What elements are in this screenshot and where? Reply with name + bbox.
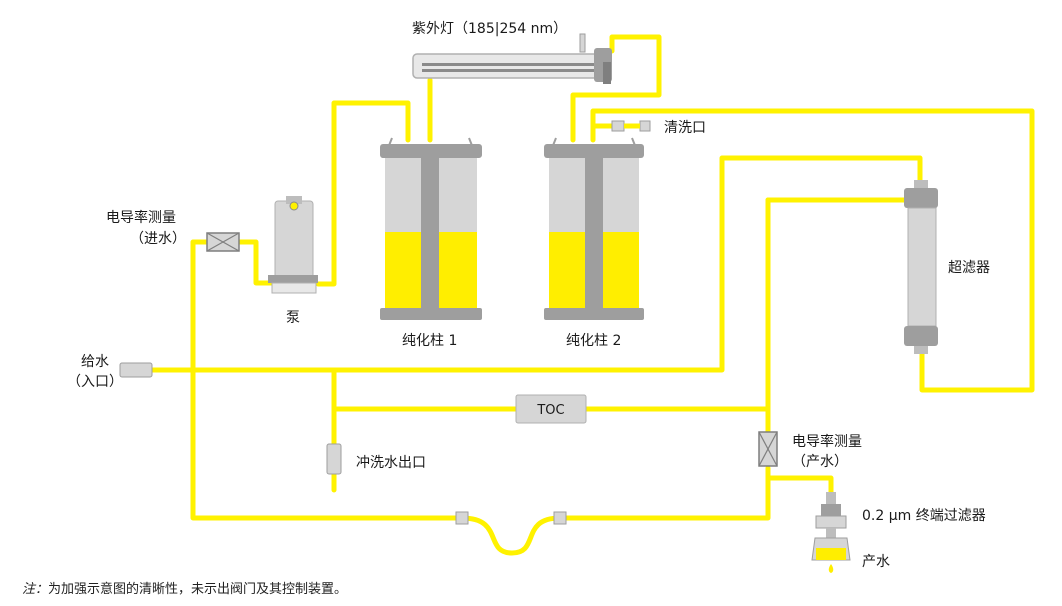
product-water-outlet: 产水 — [811, 537, 890, 573]
pipe-conductivity-in-loop — [190, 239, 217, 373]
purification-column-2: 纯化柱 2 — [544, 137, 644, 349]
recirc-connectors — [455, 511, 567, 525]
final-filter-label: 0.2 µm 终端过滤器 — [862, 508, 986, 524]
toc-analyzer: TOC — [515, 394, 587, 424]
ultrafilter-label: 超滤器 — [948, 260, 990, 276]
rinse-outlet-label: 冲洗水出口 — [356, 455, 426, 471]
feed-inlet: 给水 （入口） — [67, 354, 153, 390]
pipe-uv-to-column2 — [570, 34, 662, 143]
final-filter: 0.2 µm 终端过滤器 — [815, 492, 986, 538]
pipe-network — [149, 34, 1035, 556]
conductivity-in-label-1: 电导率测量 — [106, 209, 176, 226]
conductivity-out-label-1: 电导率测量 — [792, 433, 862, 450]
purification-column-1: 纯化柱 1 — [380, 137, 482, 349]
pipe-product-lower — [557, 465, 771, 521]
conductivity-sensor-out: 电导率测量 （产水） — [758, 431, 862, 470]
product-water-label: 产水 — [862, 554, 890, 570]
conductivity-out-label-2: （产水） — [792, 454, 848, 470]
pump-label: 泵 — [286, 310, 300, 326]
pipe-conductivity-to-pump — [233, 239, 279, 286]
conductivity-in-label-2: （进水） — [130, 231, 186, 247]
pump: 泵 — [268, 196, 318, 326]
column1-label: 纯化柱 1 — [402, 333, 457, 349]
uv-lamp-label: 紫外灯（185|254 nm） — [412, 21, 567, 37]
flush-port: 清洗口 — [611, 120, 706, 136]
pipe-recirc-return — [190, 367, 465, 521]
ultrafilter: 超滤器 — [904, 180, 990, 354]
pipe-flush-port — [590, 108, 1035, 393]
pipe-feed-main — [149, 155, 923, 373]
toc-label: TOC — [536, 403, 564, 418]
pipe-pump-to-column1 — [315, 100, 411, 287]
footnote-text: 为加强示意图的清晰性，未示出阀门及其控制装置。 — [48, 582, 348, 597]
rinse-outlet: 冲洗水出口 — [326, 443, 426, 475]
footnote-prefix: 注： — [22, 582, 49, 597]
flush-port-label: 清洗口 — [664, 120, 706, 136]
feed-label-2: （入口） — [67, 374, 123, 390]
pipe-to-final-filter — [765, 475, 834, 495]
footnote: 注：为加强示意图的清晰性，未示出阀门及其控制装置。 — [22, 578, 347, 597]
feed-label-1: 给水 — [81, 354, 109, 370]
column2-label: 纯化柱 2 — [566, 333, 621, 349]
conductivity-sensor-in: 电导率测量 （进水） — [106, 209, 240, 252]
pipe-recirc-dip — [459, 515, 563, 556]
uv-lamp: 紫外灯（185|254 nm） — [412, 21, 612, 84]
